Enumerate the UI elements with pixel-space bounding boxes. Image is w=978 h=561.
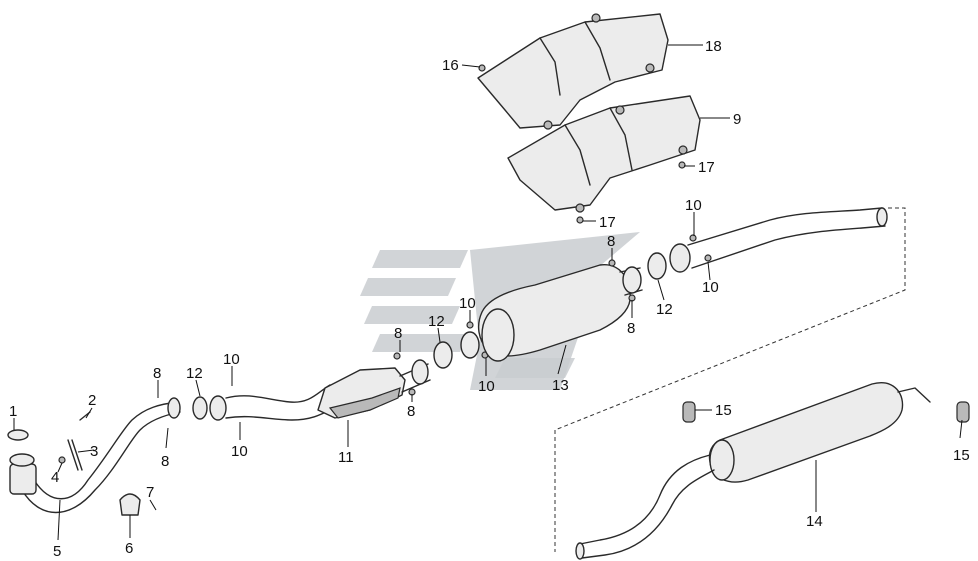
callout-14: 14	[806, 513, 823, 530]
heat-shield-lower	[507, 95, 701, 213]
middle-flange	[393, 321, 489, 396]
callout-17-a: 17	[698, 159, 715, 176]
rear-flange	[608, 234, 712, 302]
diesel-particulate-filter	[477, 264, 643, 362]
callout-8-a: 8	[153, 365, 161, 382]
callout-8-c: 8	[394, 325, 402, 342]
callout-9: 9	[733, 111, 741, 128]
front-pipe	[7, 397, 181, 514]
callout-18: 18	[705, 38, 722, 55]
callout-8-d: 8	[407, 403, 415, 420]
stud-parts	[58, 411, 91, 471]
callout-4: 4	[51, 469, 59, 486]
callout-10-b: 10	[231, 443, 248, 460]
callout-8-f: 8	[627, 320, 635, 337]
callout-10-a: 10	[223, 351, 240, 368]
callout-12-c: 12	[656, 301, 673, 318]
callout-10-d: 10	[478, 378, 495, 395]
callout-16: 16	[442, 57, 459, 74]
catalytic-converter	[317, 363, 431, 419]
bolt-17-b	[576, 216, 584, 224]
nut-16	[478, 64, 486, 72]
bolt-17-a	[678, 161, 686, 169]
heat-shield-upper	[477, 13, 669, 130]
rubber-hangers	[682, 401, 970, 423]
callout-10-c: 10	[459, 295, 476, 312]
callout-11: 11	[338, 449, 354, 466]
callout-1: 1	[9, 403, 17, 420]
leader-lines	[13, 44, 963, 541]
callout-labels: 1 2 3 4 5 6 7 8 8 12 10 10 11 8 8 12 10 …	[9, 38, 970, 560]
callout-12-a: 12	[186, 365, 203, 382]
callout-2: 2	[88, 392, 96, 409]
callout-10-e: 10	[685, 197, 702, 214]
rear-pipe	[687, 207, 888, 269]
callout-15-b: 15	[953, 447, 970, 464]
callout-13: 13	[552, 377, 569, 394]
callout-7: 7	[146, 484, 154, 501]
callout-5: 5	[53, 543, 61, 560]
callout-15-a: 15	[715, 402, 732, 419]
callout-8-e: 8	[607, 233, 615, 250]
callout-6: 6	[125, 540, 133, 557]
callout-17-b: 17	[599, 214, 616, 231]
intermediate-pipe	[192, 384, 335, 421]
clamp	[119, 493, 141, 516]
rear-muffler	[575, 382, 931, 560]
muffler-group-outline	[554, 207, 906, 552]
callout-12-b: 12	[428, 313, 445, 330]
callout-8-b: 8	[161, 453, 169, 470]
callout-3: 3	[90, 443, 98, 460]
callout-10-f: 10	[702, 279, 719, 296]
